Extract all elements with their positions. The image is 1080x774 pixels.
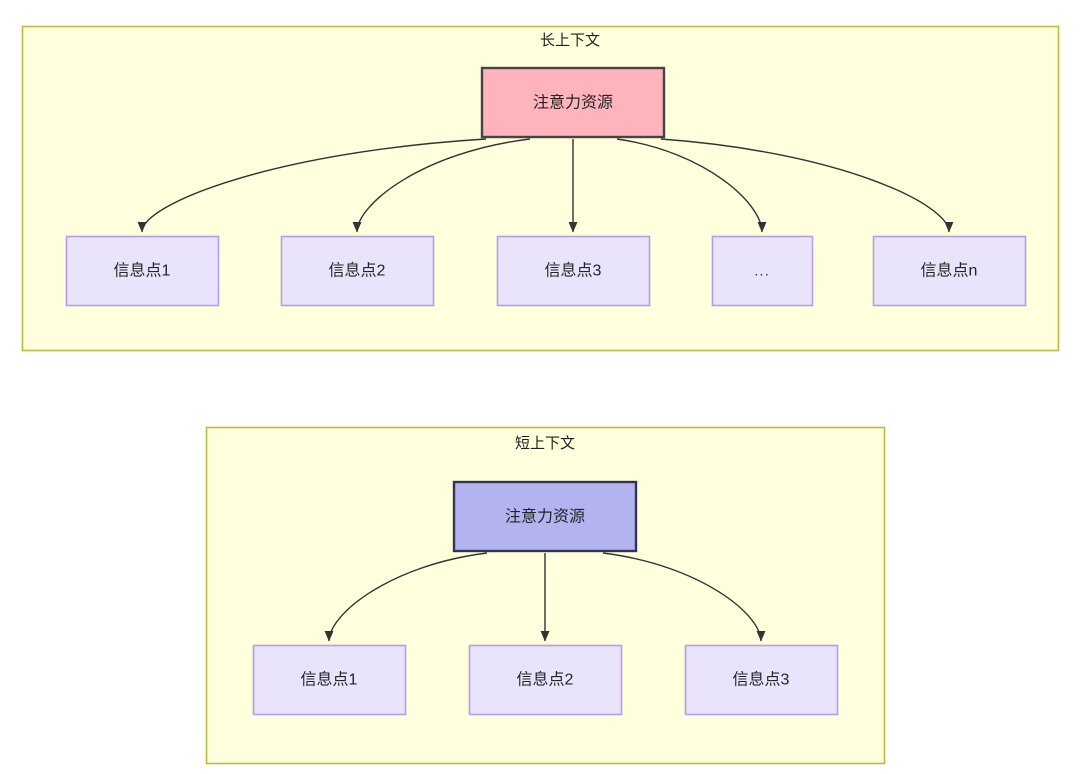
leaf-node-label-long-context-2: 信息点3 — [545, 262, 602, 280]
leaf-node-long-context-0[interactable] — [65, 235, 220, 307]
leaf-node-label-long-context-0: 信息点1 — [114, 262, 171, 280]
edge-short-context-2 — [602, 552, 766, 642]
root-node-long-context[interactable] — [480, 66, 666, 139]
leaf-node-label-short-context-2: 信息点3 — [733, 671, 790, 689]
edge-long-context-4 — [660, 138, 954, 233]
leaf-node-long-context-3[interactable] — [711, 235, 814, 307]
edge-short-context-0 — [324, 552, 488, 642]
leaf-node-label-long-context-1: 信息点2 — [329, 262, 386, 280]
leaf-node-label-long-context-3: ... — [754, 262, 770, 279]
root-node-label-short-context: 注意力资源 — [505, 507, 585, 526]
group-title-short-context: 短上下文 — [515, 435, 575, 452]
root-node-label-long-context: 注意力资源 — [533, 93, 613, 112]
edge-long-context-3 — [616, 138, 767, 233]
leaf-node-long-context-4[interactable] — [872, 235, 1027, 307]
leaf-node-label-short-context-1: 信息点2 — [517, 671, 574, 689]
leaf-node-long-context-1[interactable] — [280, 235, 435, 307]
leaf-node-short-context-2[interactable] — [684, 644, 839, 716]
edge-long-context-1 — [352, 138, 531, 233]
root-node-short-context[interactable] — [452, 480, 638, 553]
leaf-node-label-long-context-4: 信息点n — [921, 262, 978, 280]
group-title-long-context: 长上下文 — [540, 32, 600, 49]
leaf-node-short-context-1[interactable] — [468, 644, 623, 716]
leaf-node-label-short-context-0: 信息点1 — [301, 671, 358, 689]
leaf-node-long-context-2[interactable] — [496, 235, 651, 307]
edge-long-context-0 — [137, 138, 487, 233]
leaf-node-short-context-0[interactable] — [252, 644, 407, 716]
